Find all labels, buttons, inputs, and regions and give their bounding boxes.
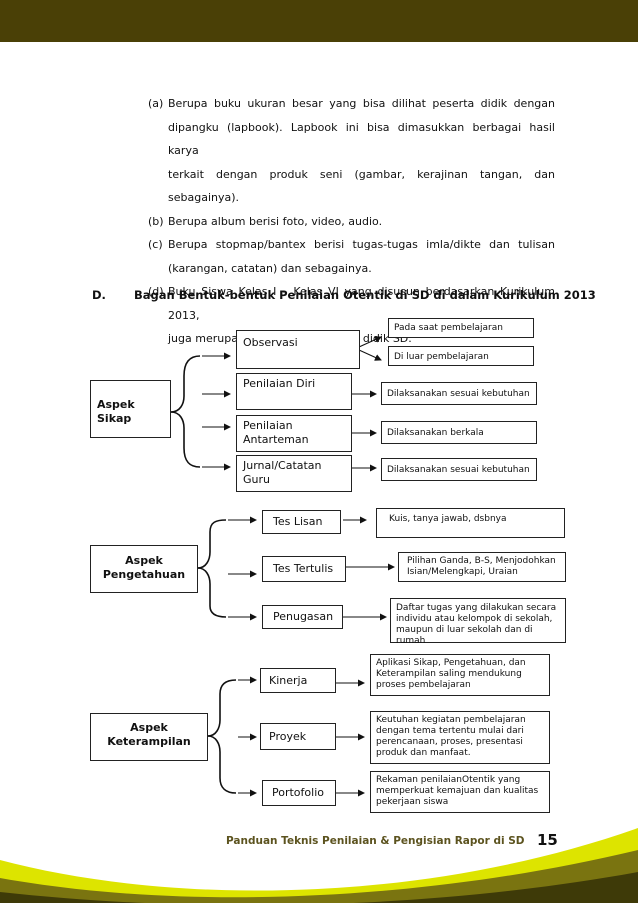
detail-proyek-box: Keutuhan kegiatan pembelajaran dengan te… <box>370 711 550 764</box>
detail-jurnal-box: Dilaksanakan sesuai kebutuhan <box>381 458 537 481</box>
jurnal-catatan-box: Jurnal/Catatan Guru <box>236 455 352 492</box>
portofolio-box: Portofolio <box>262 780 336 806</box>
list-item-b: (b) Berupa album berisi foto, video, aud… <box>148 210 555 234</box>
bracket-curve <box>170 411 201 468</box>
aspek-sikap-box: Aspek Sikap <box>90 380 171 438</box>
top-header-band <box>0 0 638 42</box>
pada-saat-box: Pada saat pembelajaran <box>388 318 534 338</box>
bracket-curve <box>207 735 237 794</box>
arrow <box>358 349 382 361</box>
tes-tertulis-box: Tes Tertulis <box>262 556 346 582</box>
list-item-a-line2: dipangku (lapbook). Lapbook ini bisa dim… <box>168 120 555 158</box>
penugasan-box: Penugasan <box>262 605 343 629</box>
section-number: D. <box>92 288 106 302</box>
detail-lisan-box: Kuis, tanya jawab, dsbnya <box>376 508 565 538</box>
detail-tertulis-box: Pilihan Ganda, B-S, Menjodohkan Isian/Me… <box>398 552 566 582</box>
tes-lisan-box: Tes Lisan <box>262 510 341 534</box>
penilaian-antarteman-box: Penilaian Antarteman <box>236 415 352 452</box>
detail-penugasan-box: Daftar tugas yang dilakukan secara indiv… <box>390 598 566 646</box>
aspek-pengetahuan-box: Aspek Pengetahuan <box>90 545 198 593</box>
list-item-a-line3: terkait dengan produk seni (gambar, kera… <box>168 167 555 205</box>
swoosh-olive <box>0 850 638 903</box>
list-label: (c) <box>148 238 163 251</box>
footer-text: Panduan Teknis Penilaian & Pengisian Rap… <box>226 835 525 847</box>
detail-antarteman-box: Dilaksanakan berkala <box>381 421 537 444</box>
kinerja-box: Kinerja <box>260 668 336 693</box>
bracket-curve <box>207 679 237 737</box>
list-item-a: (a) Berupa buku ukuran besar yang bisa d… <box>148 92 555 116</box>
page-number: 15 <box>537 831 558 849</box>
detail-kinerja-box: Aplikasi Sikap, Pengetahuan, dan Keteram… <box>370 654 550 696</box>
aspek-keterampilan-box: Aspek Keterampilan <box>90 713 208 761</box>
list-item-c-line2: (karangan, catatan) dan sebagainya. <box>168 261 372 275</box>
bracket-curve <box>170 355 201 413</box>
swoosh-dark <box>0 872 638 903</box>
portfolio-list: (a) Berupa buku ukuran besar yang bisa d… <box>148 92 555 351</box>
list-label: (b) <box>148 214 164 228</box>
list-label: (d) <box>148 285 164 298</box>
list-item-d: (d) Buku Siswa Kelas I – Kelas VI yang d… <box>148 280 555 327</box>
detail-portofolio-box: Rekaman penilaianOtentik yang memperkuat… <box>370 771 550 813</box>
list-label: (a) <box>148 97 164 110</box>
bracket-curve <box>197 519 227 569</box>
bracket-curve <box>197 567 227 618</box>
arrow <box>358 336 382 348</box>
observasi-box: Observasi <box>236 330 360 369</box>
di-luar-box: Di luar pembelajaran <box>388 346 534 366</box>
list-item-c: (c) Berupa stopmap/bantex berisi tugas-t… <box>148 233 555 257</box>
proyek-box: Proyek <box>260 723 336 750</box>
penilaian-diri-box: Penilaian Diri <box>236 373 352 410</box>
section-title: Bagan Bentuk-bentuk Penilaian Otentik di… <box>134 288 596 302</box>
detail-diri-box: Dilaksanakan sesuai kebutuhan <box>381 382 537 405</box>
